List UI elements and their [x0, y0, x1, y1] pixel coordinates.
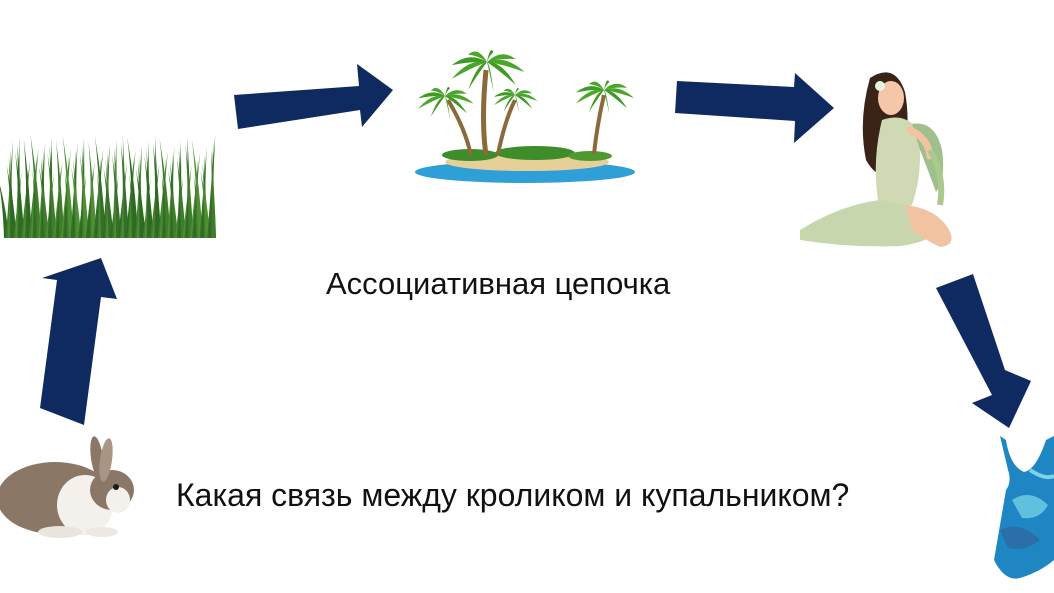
rabbit-icon	[0, 436, 134, 538]
arrow-woman-to-swimsuit	[936, 274, 1031, 428]
arrow-island-to-woman	[675, 73, 834, 143]
diagram-subtitle: Ассоциативная цепочка	[326, 266, 671, 301]
palm-island-icon	[415, 49, 635, 183]
arrow-rabbit-to-grass	[40, 258, 117, 425]
swimsuit-icon	[994, 436, 1054, 579]
sitting-woman-icon	[800, 72, 952, 247]
question-text: Какая связь между кроликом и купальником…	[176, 477, 850, 513]
grass-icon	[0, 134, 217, 238]
arrow-grass-to-island	[234, 64, 393, 129]
